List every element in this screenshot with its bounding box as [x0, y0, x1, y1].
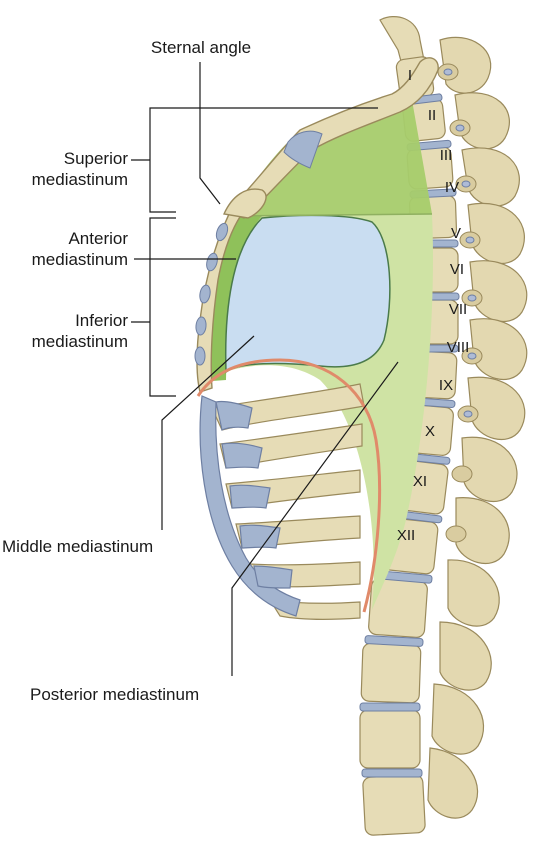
- costal-cartilages: [199, 395, 301, 617]
- vertebral-column: [359, 16, 528, 836]
- label-superior-line1: Superior: [63, 149, 128, 168]
- first-rib-and-manubrium: [222, 57, 439, 219]
- vertebra-label-iii: III: [440, 147, 453, 164]
- vertebra-label-ix: IX: [439, 377, 453, 394]
- vertebra-label-ii: II: [428, 107, 436, 124]
- vertebra-label-x: X: [425, 423, 435, 440]
- label-inferior-line2: mediastinum: [31, 332, 128, 351]
- label-posterior-mediastinum: Posterior mediastinum: [30, 685, 200, 704]
- bracket-inferior: [149, 217, 176, 397]
- middle-mediastinum-region: [224, 214, 391, 374]
- label-superior-line2: mediastinum: [31, 170, 128, 189]
- label-anterior-mediastinum: Anterior mediastinum: [20, 228, 128, 270]
- diaphragm-line: [196, 358, 382, 613]
- vertebra-label-xi: XI: [413, 473, 427, 490]
- vertebra-label-iv: IV: [445, 179, 459, 196]
- lower-ribs: [199, 383, 365, 620]
- vertebra-label-xii: XII: [397, 527, 415, 544]
- vertebra-label-vi: VI: [450, 261, 464, 278]
- posterior-vertebral-processes: [427, 36, 528, 819]
- vertebra-label-v: V: [451, 225, 461, 242]
- leader-lines: [131, 62, 399, 676]
- vertebra-label-vii: VII: [449, 301, 467, 318]
- label-anterior-line2: mediastinum: [31, 250, 128, 269]
- label-inferior-line1: Inferior: [75, 311, 128, 330]
- vertebra-label-i: I: [408, 67, 412, 84]
- foramen-highlights: [443, 68, 477, 418]
- superior-mediastinum-region: [228, 100, 432, 216]
- sternum: [194, 199, 250, 393]
- label-sternal-angle: Sternal angle: [150, 38, 252, 57]
- label-middle-mediastinum: Middle mediastinum: [2, 537, 154, 556]
- label-inferior-mediastinum: Inferior mediastinum: [20, 310, 128, 352]
- leader-sternal-angle: [199, 62, 221, 205]
- label-anterior-line1: Anterior: [68, 229, 128, 248]
- leader-middle: [161, 335, 255, 530]
- bracket-superior: [149, 107, 176, 213]
- label-superior-mediastinum: Superior mediastinum: [20, 148, 128, 190]
- vertebra-label-viii: VIII: [447, 339, 470, 356]
- leader-posterior: [231, 361, 399, 676]
